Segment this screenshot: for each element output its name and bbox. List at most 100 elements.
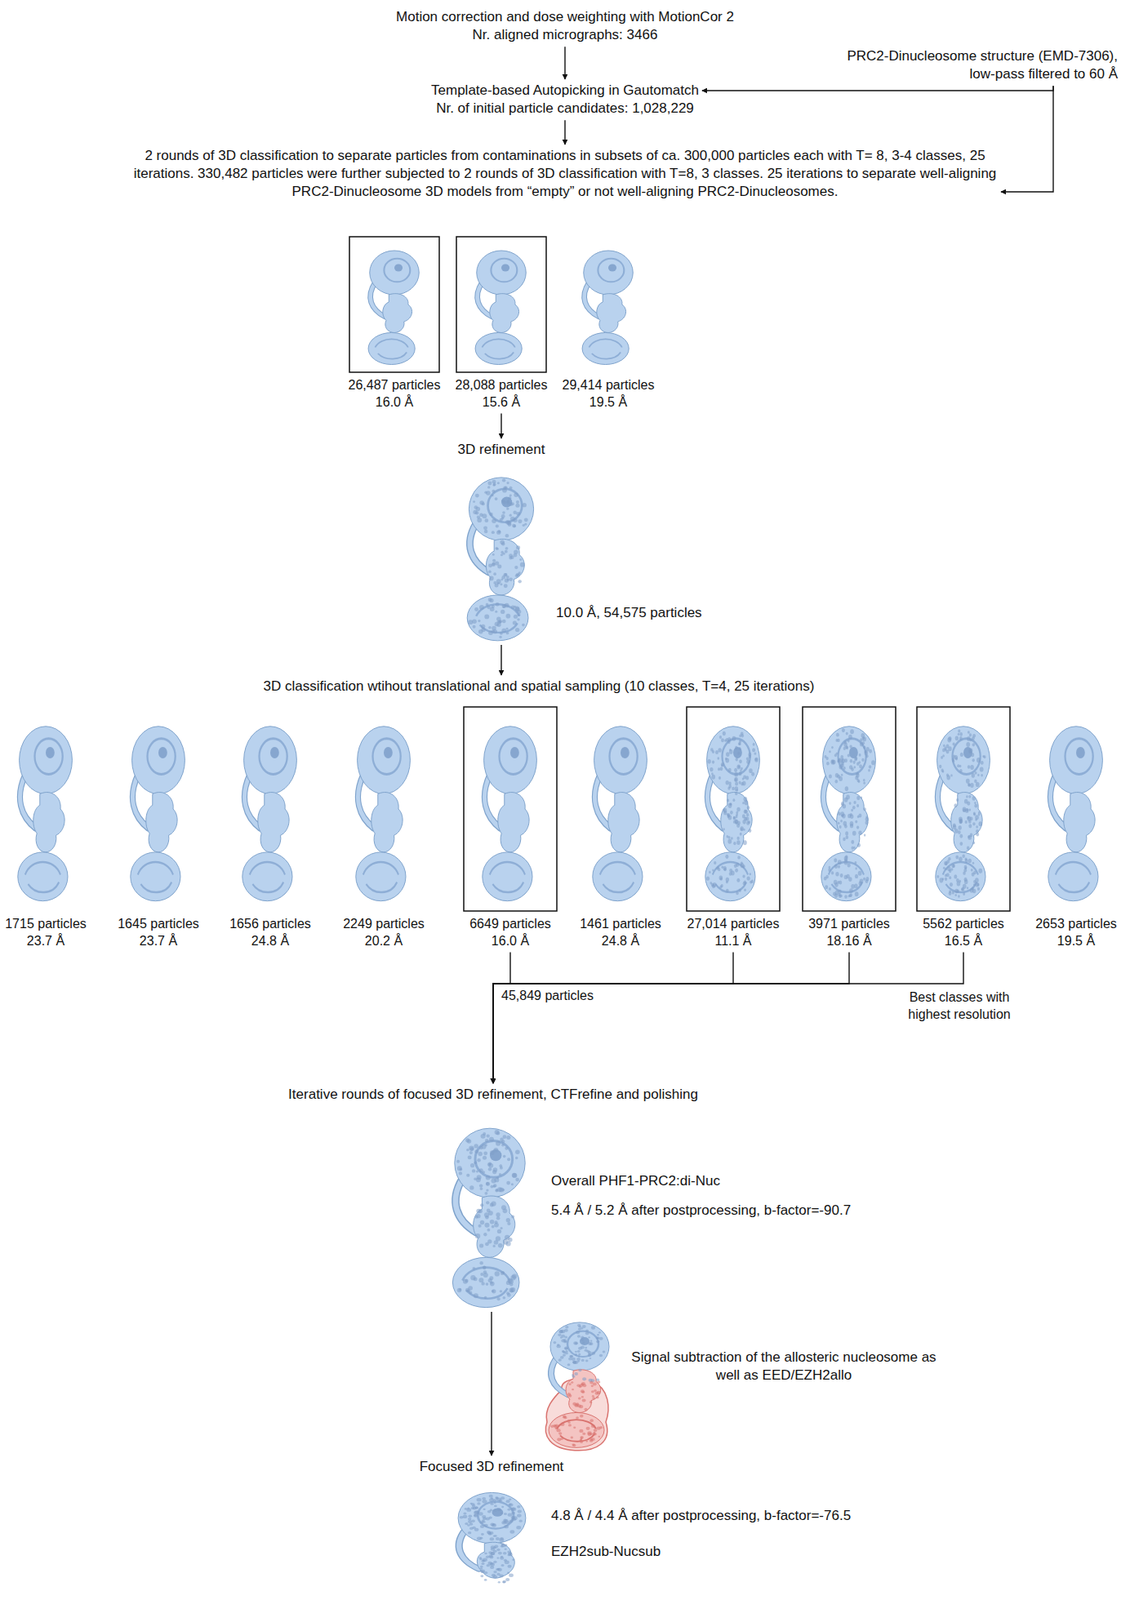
map-texture <box>974 804 978 809</box>
map-texture <box>500 1496 505 1500</box>
map-texture <box>498 636 502 639</box>
map-texture <box>856 825 859 829</box>
nucleosome-density <box>705 852 756 902</box>
prc2-density <box>476 1542 515 1579</box>
map-texture <box>591 1396 596 1400</box>
map-texture <box>462 1279 468 1285</box>
map-texture <box>498 1552 503 1556</box>
map-texture <box>501 1143 505 1148</box>
map-texture <box>977 774 979 777</box>
map-texture <box>738 759 743 764</box>
nucleosome-density <box>707 726 761 795</box>
map-texture <box>565 1325 569 1330</box>
map-texture <box>484 529 489 534</box>
map-texture <box>507 1222 511 1226</box>
nucleosome-density <box>1048 852 1099 902</box>
map-texture <box>467 1520 472 1524</box>
map-texture <box>734 868 739 873</box>
map-texture <box>478 1512 484 1516</box>
map-texture <box>591 1352 596 1356</box>
map-texture <box>736 840 740 846</box>
map-texture <box>711 760 715 765</box>
map-texture <box>599 1426 603 1429</box>
map-texture <box>596 1378 600 1381</box>
map-texture <box>480 1567 483 1571</box>
map-texture <box>589 1401 592 1404</box>
map-texture <box>489 576 494 582</box>
map-texture <box>500 1271 505 1276</box>
map-texture <box>958 825 962 830</box>
map-texture <box>598 1331 601 1334</box>
map-texture <box>490 1503 494 1506</box>
map-texture <box>491 1523 497 1527</box>
map-texture <box>484 1192 488 1196</box>
map-texture <box>481 1497 486 1501</box>
map-texture <box>738 888 741 892</box>
map-texture <box>505 1578 510 1582</box>
map-texture <box>582 1398 587 1402</box>
map-texture <box>952 757 955 761</box>
map-texture <box>836 733 840 738</box>
map-texture <box>558 1358 562 1362</box>
map-texture <box>571 1374 574 1376</box>
class-node: 6649 particles16.0 Å <box>459 707 561 951</box>
nucleosome-ring <box>567 1331 599 1357</box>
map-texture <box>565 1350 568 1353</box>
reference-text: PRC2-Dinucleosome structure (EMD-7306), … <box>836 47 1118 84</box>
map-texture <box>508 553 513 558</box>
nucleosome-ring <box>252 882 284 893</box>
nucleosome-ring <box>1065 738 1094 775</box>
map-texture <box>849 759 853 763</box>
map-texture <box>500 1512 503 1514</box>
map-texture <box>863 778 866 782</box>
map-texture <box>553 1341 557 1344</box>
map-texture <box>974 882 979 888</box>
map-texture <box>861 758 864 762</box>
map-texture <box>504 1147 508 1151</box>
map-texture <box>835 871 839 877</box>
nucleosome-ring <box>466 1288 508 1300</box>
map-texture <box>474 1528 480 1532</box>
map-texture <box>738 781 742 785</box>
map-texture <box>725 757 730 763</box>
map-texture <box>969 733 972 737</box>
map-texture <box>743 817 748 822</box>
density-map <box>242 726 298 902</box>
map-texture <box>715 750 719 755</box>
class-node: 1461 particles24.8 Å <box>569 707 672 951</box>
density-map <box>355 726 411 902</box>
map-texture <box>521 623 525 628</box>
map-texture <box>496 1557 499 1559</box>
map-texture <box>507 500 510 503</box>
map-texture <box>965 795 969 798</box>
map-texture <box>581 1382 586 1386</box>
map-texture <box>585 1331 590 1335</box>
map-texture <box>833 858 837 863</box>
map-texture <box>470 1503 473 1505</box>
map-texture <box>849 894 852 898</box>
map-texture <box>574 1353 578 1357</box>
map-texture <box>482 1132 486 1136</box>
map-texture <box>515 503 520 508</box>
map-texture <box>511 1512 516 1515</box>
map-texture <box>487 1228 491 1233</box>
map-texture <box>844 797 849 803</box>
selection-frame <box>686 707 780 912</box>
map-texture <box>576 1357 581 1362</box>
map-texture <box>728 803 733 809</box>
nucleosome-hole <box>963 747 973 759</box>
map-texture <box>511 1183 514 1186</box>
map-texture <box>707 759 711 765</box>
map-texture <box>943 744 946 748</box>
map-texture <box>736 878 740 883</box>
map-texture <box>834 894 838 899</box>
map-texture <box>968 823 972 828</box>
map-texture <box>480 1565 484 1569</box>
map-texture <box>473 1293 479 1299</box>
map-texture <box>467 1524 470 1527</box>
map-texture <box>502 1552 508 1555</box>
map-texture <box>976 757 981 763</box>
map-texture <box>571 1443 574 1446</box>
map-node: Signal subtraction of the allosteric nuc… <box>538 1314 939 1450</box>
